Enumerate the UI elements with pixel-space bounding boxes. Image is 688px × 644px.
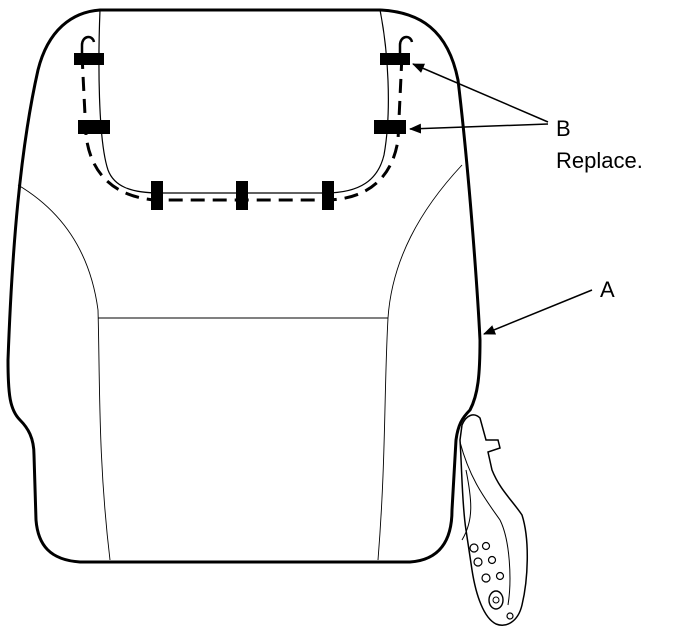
clip-lower-left: [78, 120, 110, 134]
wire-hook-right: [398, 35, 414, 60]
clip-bottom-right: [322, 181, 334, 210]
clip-lower-right: [374, 120, 406, 134]
leader-a: [483, 289, 593, 335]
right-bolster-seam: [377, 164, 463, 561]
clip-upper-left: [74, 53, 104, 65]
clip-bottom-left: [151, 181, 163, 210]
leader-b-lower: [409, 123, 549, 134]
headrest-opening-outline: [98, 9, 389, 194]
callout-label-b: B: [556, 116, 571, 141]
wire-hook-left: [80, 35, 96, 60]
clip-bottom-center: [236, 181, 248, 210]
seat-back-cover-outline: [6, 8, 482, 564]
leader-b-upper: [412, 63, 549, 123]
retaining-wire: [80, 54, 404, 202]
left-bolster-seam: [17, 184, 111, 561]
callout-note-b: Replace.: [556, 148, 643, 173]
callout-label-a: A: [600, 277, 615, 302]
recliner-bracket: [459, 414, 528, 626]
clip-upper-right: [380, 53, 410, 65]
